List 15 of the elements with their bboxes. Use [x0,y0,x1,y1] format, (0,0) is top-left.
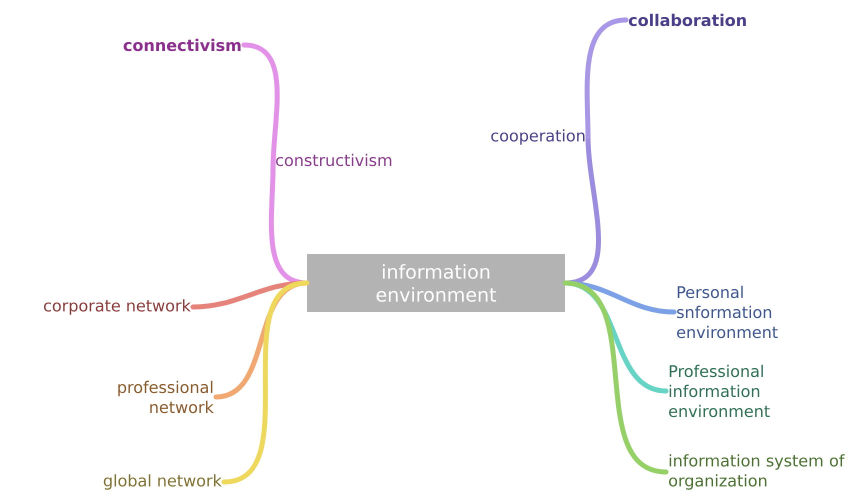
topic-label: Personal snformation environment [677,286,778,338]
topic-label: global network [104,474,222,490]
central-box: information environment [307,254,565,312]
branch-line [562,280,668,474]
topic-label: constructivism [276,154,392,166]
branch-line [222,280,310,484]
topic-label: corporate network [44,299,191,315]
topic-label: cooperation [491,129,584,145]
topic-label: connectivism [124,38,241,52]
topic-label: professional network [118,380,214,414]
topic-label: collaboration [628,14,746,26]
topic-label: information system of organization [669,454,845,490]
topic-label: Professional information environment [669,364,770,418]
branch-line [584,18,628,140]
branch-line [242,42,280,171]
